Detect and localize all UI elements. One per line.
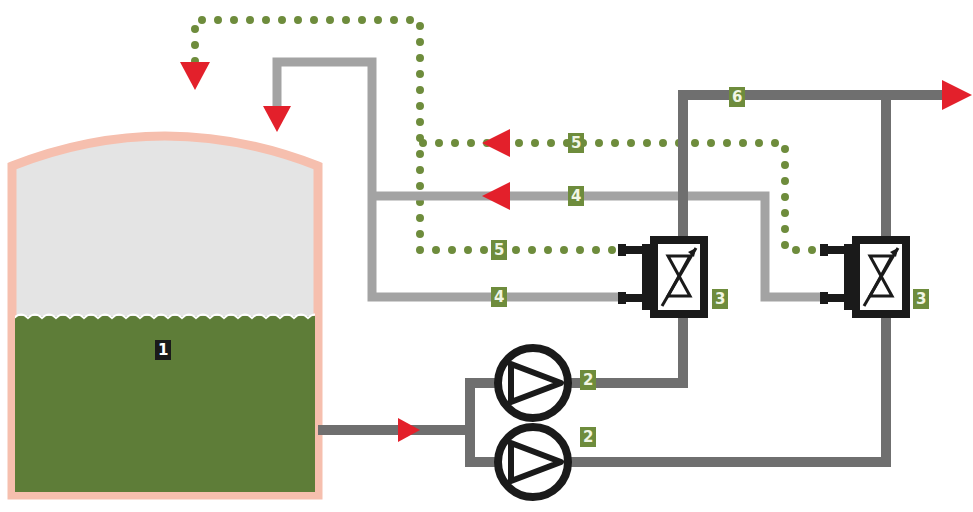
pump-symbol [498,348,568,497]
callout-number: 1 [155,340,171,360]
tank-liquid [10,315,322,497]
callout-number: 4 [491,287,507,307]
callout-number: 2 [580,370,596,390]
callout-number: 5 [568,133,584,153]
dotted-line [195,20,812,250]
callout-number: 6 [729,87,745,107]
pipe [318,95,945,462]
callout-number: 3 [913,289,929,309]
callout-number: 5 [491,240,507,260]
flow-arrow [180,62,972,442]
return-pipe [277,62,822,297]
callout-number: 4 [568,186,584,206]
callout-number: 3 [712,289,728,309]
callout-number: 2 [580,427,596,447]
valve-symbol [622,240,906,314]
